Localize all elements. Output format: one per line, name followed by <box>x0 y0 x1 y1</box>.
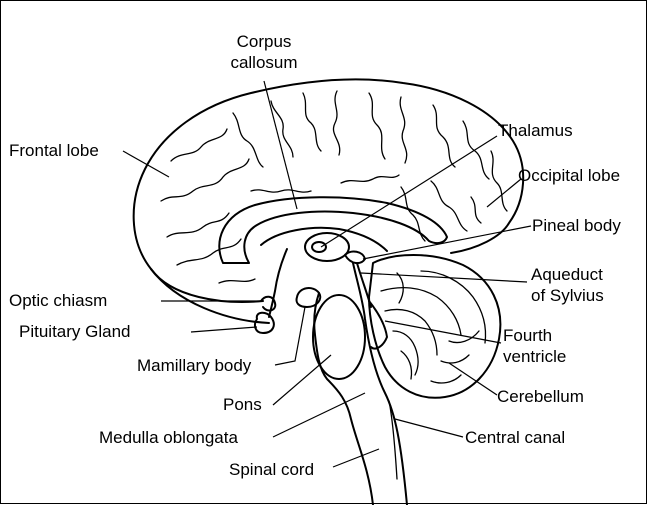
label-corpus-callosum-line1: Corpus <box>237 32 292 51</box>
leader-thalamus <box>321 136 497 247</box>
leader-central-canal <box>395 419 463 437</box>
label-frontal-lobe: Frontal lobe <box>9 141 99 160</box>
leader-medulla-oblongata <box>273 393 365 437</box>
leader-pituitary-gland <box>191 327 257 332</box>
leader-lines <box>123 81 531 467</box>
label-fourth-ventricle-line2: ventricle <box>503 347 566 366</box>
leader-pons <box>273 355 331 405</box>
leader-fourth-ventricle <box>385 321 501 343</box>
label-aqueduct-line2: of Sylvius <box>531 286 604 305</box>
leader-pineal-body <box>363 226 531 259</box>
label-pons: Pons <box>223 395 262 414</box>
orbital-surface <box>151 269 263 302</box>
pineal-body <box>345 252 365 264</box>
labels: Corpus callosum Frontal lobe Thalamus Oc… <box>9 32 621 479</box>
label-pineal-body: Pineal body <box>532 216 621 235</box>
label-cerebellum: Cerebellum <box>497 387 584 406</box>
cortical-gyri <box>161 91 507 283</box>
label-mamillary-body: Mamillary body <box>137 356 252 375</box>
fornix <box>261 228 387 251</box>
label-spinal-cord: Spinal cord <box>229 460 314 479</box>
leader-aqueduct <box>361 273 527 282</box>
label-corpus-callosum-line2: callosum <box>230 53 297 72</box>
label-aqueduct-line1: Aqueduct <box>531 265 603 284</box>
interthalamic-adhesion <box>312 242 326 252</box>
cerebellum-folia <box>381 271 486 383</box>
leader-spinal-cord <box>333 449 379 467</box>
label-pituitary-gland: Pituitary Gland <box>19 322 131 341</box>
third-ventricle <box>269 249 287 317</box>
leader-corpus-callosum <box>264 81 297 209</box>
pons <box>313 295 365 379</box>
label-fourth-ventricle-line1: Fourth <box>503 326 552 345</box>
cerebrum-outline <box>134 79 524 323</box>
label-medulla-oblongata: Medulla oblongata <box>99 428 238 447</box>
leader-mamillary-body <box>275 307 305 365</box>
label-optic-chiasm: Optic chiasm <box>9 291 107 310</box>
label-central-canal: Central canal <box>465 428 565 447</box>
leader-frontal-lobe <box>123 151 169 177</box>
corpus-callosum <box>219 197 447 263</box>
label-occipital-lobe: Occipital lobe <box>518 166 620 185</box>
label-thalamus: Thalamus <box>498 121 573 140</box>
leader-occipital-lobe <box>487 179 521 207</box>
